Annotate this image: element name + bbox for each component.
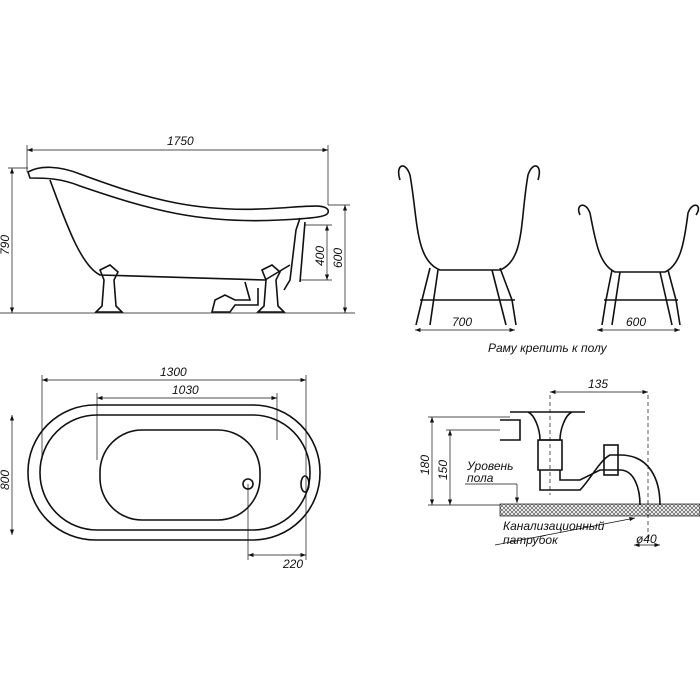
dim-frame-narrow: 600 — [626, 315, 646, 329]
dim-frame-wide: 700 — [452, 315, 472, 329]
floor-level-label-1: Уровень — [466, 459, 513, 473]
dim-drain-offset: 220 — [282, 557, 303, 571]
dim-drain-180: 180 — [418, 455, 432, 475]
dim-drain-150: 150 — [436, 460, 450, 480]
sewer-pipe-label-1: Канализационный — [503, 519, 605, 533]
dim-outer-length: 1300 — [160, 365, 187, 379]
frames-view: 700 600 Раму крепить к полу — [397, 165, 700, 355]
dim-width: 800 — [0, 470, 12, 490]
dim-drain-135: 135 — [588, 377, 608, 391]
dim-inner-length: 1030 — [172, 383, 199, 397]
dim-pipe-diameter: ø40 — [636, 532, 657, 546]
floor-level-label-2: пола — [467, 471, 494, 485]
dim-height-total: 790 — [0, 235, 12, 255]
drain-detail: 135 180 150 Уровень пола Канализационный… — [418, 377, 700, 548]
top-view: 1300 1030 800 220 — [0, 365, 321, 571]
frame-note: Раму крепить к полу — [488, 341, 608, 355]
dim-overflow-height: 400 — [313, 246, 327, 266]
dim-rim-height: 600 — [331, 248, 345, 268]
dim-length: 1750 — [167, 134, 194, 148]
sewer-pipe-label-2: патрубок — [503, 533, 559, 547]
side-view: 1750 790 600 400 — [0, 134, 355, 314]
